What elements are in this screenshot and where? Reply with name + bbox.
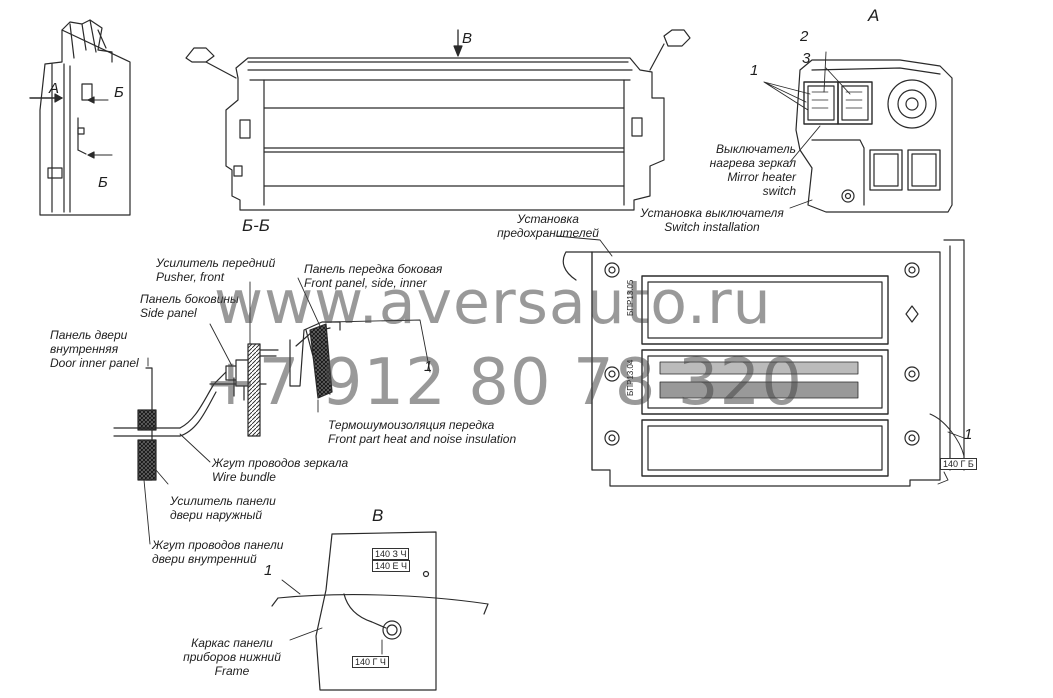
label-frame: Каркас панели приборов нижний Frame: [183, 636, 281, 678]
callout-1-right: 1: [964, 426, 973, 443]
panel-front-view: [185, 29, 691, 211]
fuse-block: [555, 235, 965, 487]
label-fuse-installation: Установка предохранителей: [497, 212, 599, 240]
wire-tag-140-z: 140 З Ч: [372, 548, 410, 560]
label-mirror-wire: Жгут проводов зеркала Wire bundle: [212, 456, 349, 484]
callout-1-section: 1: [424, 358, 433, 375]
switch-installation-view: [763, 51, 953, 213]
label-mirror-switch: Выключатель нагрева зеркал Mirror heater…: [709, 142, 796, 198]
marker-a-arrow: А: [49, 80, 60, 97]
marker-v-arrow: В: [462, 30, 473, 47]
callout-1-view-v: 1: [264, 562, 273, 579]
marker-b-upper: Б: [114, 84, 124, 101]
watermark-url: www.aversauto.ru: [214, 268, 772, 338]
view-v: [271, 531, 489, 691]
section-bb: [113, 277, 431, 545]
wire-tag-140-e: 140 Е Ч: [372, 560, 411, 572]
view-a-title: А: [868, 6, 880, 25]
label-door-inner-wire: Жгут проводов панели двери внутренний: [152, 538, 284, 566]
section-bb-title: Б-Б: [242, 216, 270, 235]
label-door-inner-panel: Панель двери внутренняя Door inner panel: [50, 328, 139, 370]
wire-tag-140-g: 140 Г Ч: [352, 656, 389, 668]
watermark-phone: +7 912 80 78 320: [204, 346, 803, 420]
label-pusher-front: Усилитель передний Pusher, front: [156, 256, 276, 284]
label-front-panel-side: Панель передка боковая Front panel, side…: [304, 262, 443, 290]
label-switch-installation: Установка выключателя Switch installatio…: [640, 206, 784, 234]
wire-tag-140-g-b: 140 Г Б: [940, 458, 977, 470]
callout-2: 2: [800, 28, 809, 45]
cab-side-view: [29, 19, 131, 216]
label-door-outer-pusher: Усилитель панели двери наружный: [170, 494, 276, 522]
marker-b-lower: Б: [98, 174, 108, 191]
label-side-panel: Панель боковины Side panel: [140, 292, 239, 320]
callout-1-top: 1: [750, 62, 759, 79]
view-v-title: В: [372, 506, 384, 525]
callout-3: 3: [802, 50, 811, 67]
label-heat-insulation: Термошумоизоляция передка Front part hea…: [328, 418, 517, 446]
